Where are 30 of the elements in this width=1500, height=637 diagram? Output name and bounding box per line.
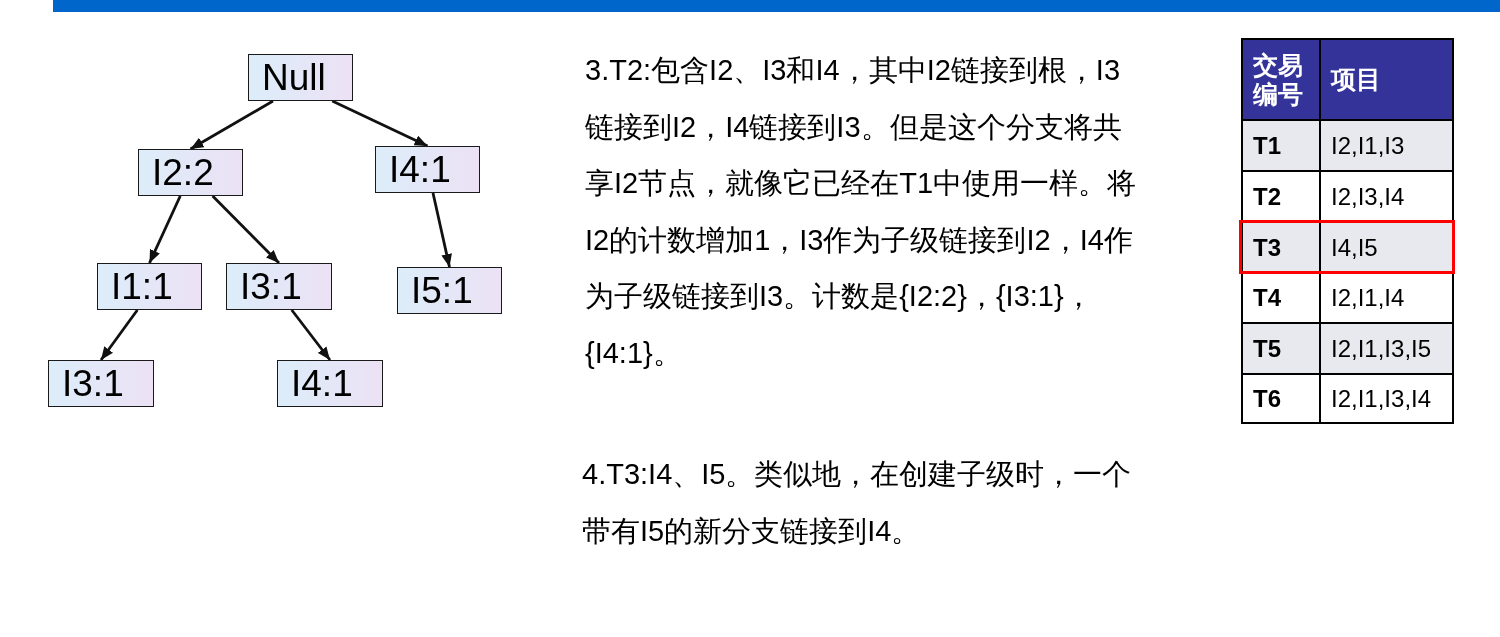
table-row-header: T6 bbox=[1242, 374, 1320, 423]
tree-node: I4:1 bbox=[277, 360, 383, 407]
tree-node: I1:1 bbox=[97, 263, 202, 310]
tree-node: I2:2 bbox=[138, 149, 243, 196]
tree-node: I3:1 bbox=[48, 360, 154, 407]
table-cell: I2,I3,I4 bbox=[1320, 171, 1453, 222]
table-row-header: T2 bbox=[1242, 171, 1320, 222]
table-cell: I2,I1,I3,I4 bbox=[1320, 374, 1453, 423]
arrow bbox=[431, 192, 452, 268]
tree-node: I4:1 bbox=[375, 146, 480, 193]
arrow bbox=[290, 309, 332, 361]
arrow bbox=[99, 309, 139, 361]
table-cell: I2,I1,I3 bbox=[1320, 120, 1453, 171]
table-cell: I2,I1,I4 bbox=[1320, 273, 1453, 323]
arrow bbox=[331, 99, 429, 148]
arrow bbox=[189, 99, 274, 151]
table-header-cell: 交易编号 bbox=[1242, 39, 1320, 120]
tree-node: I5:1 bbox=[397, 267, 502, 314]
table-row-header: T4 bbox=[1242, 273, 1320, 323]
tree-node: Null bbox=[248, 54, 353, 101]
table-header-cell: 项目 bbox=[1320, 39, 1453, 120]
table-row-header: T3 bbox=[1242, 222, 1320, 273]
tree-node: I3:1 bbox=[226, 263, 332, 310]
arrow bbox=[211, 195, 280, 264]
table-row-header: T5 bbox=[1242, 323, 1320, 374]
paragraph: 3.T2:包含I2、I3和I4，其中I2链接到根，I3链接到I2，I4链接到I3。但是这个分支将共享I2节点，就像它已经在T1中使用一样。将I2的计数增加1，I3作为子级链接到I2，I4作为子级链接到I3。计数是{I2:2}，{I3:1}，{I4:1}。 bbox=[585, 53, 1138, 371]
table-row-header: T1 bbox=[1242, 120, 1320, 171]
table-cell: I2,I1,I3,I5 bbox=[1320, 323, 1453, 374]
paragraph: 4.T3:I4、I5。类似地，在创建子级时，一个带有I5的新分支链接到I4。 bbox=[582, 457, 1133, 549]
arrow bbox=[148, 195, 182, 264]
